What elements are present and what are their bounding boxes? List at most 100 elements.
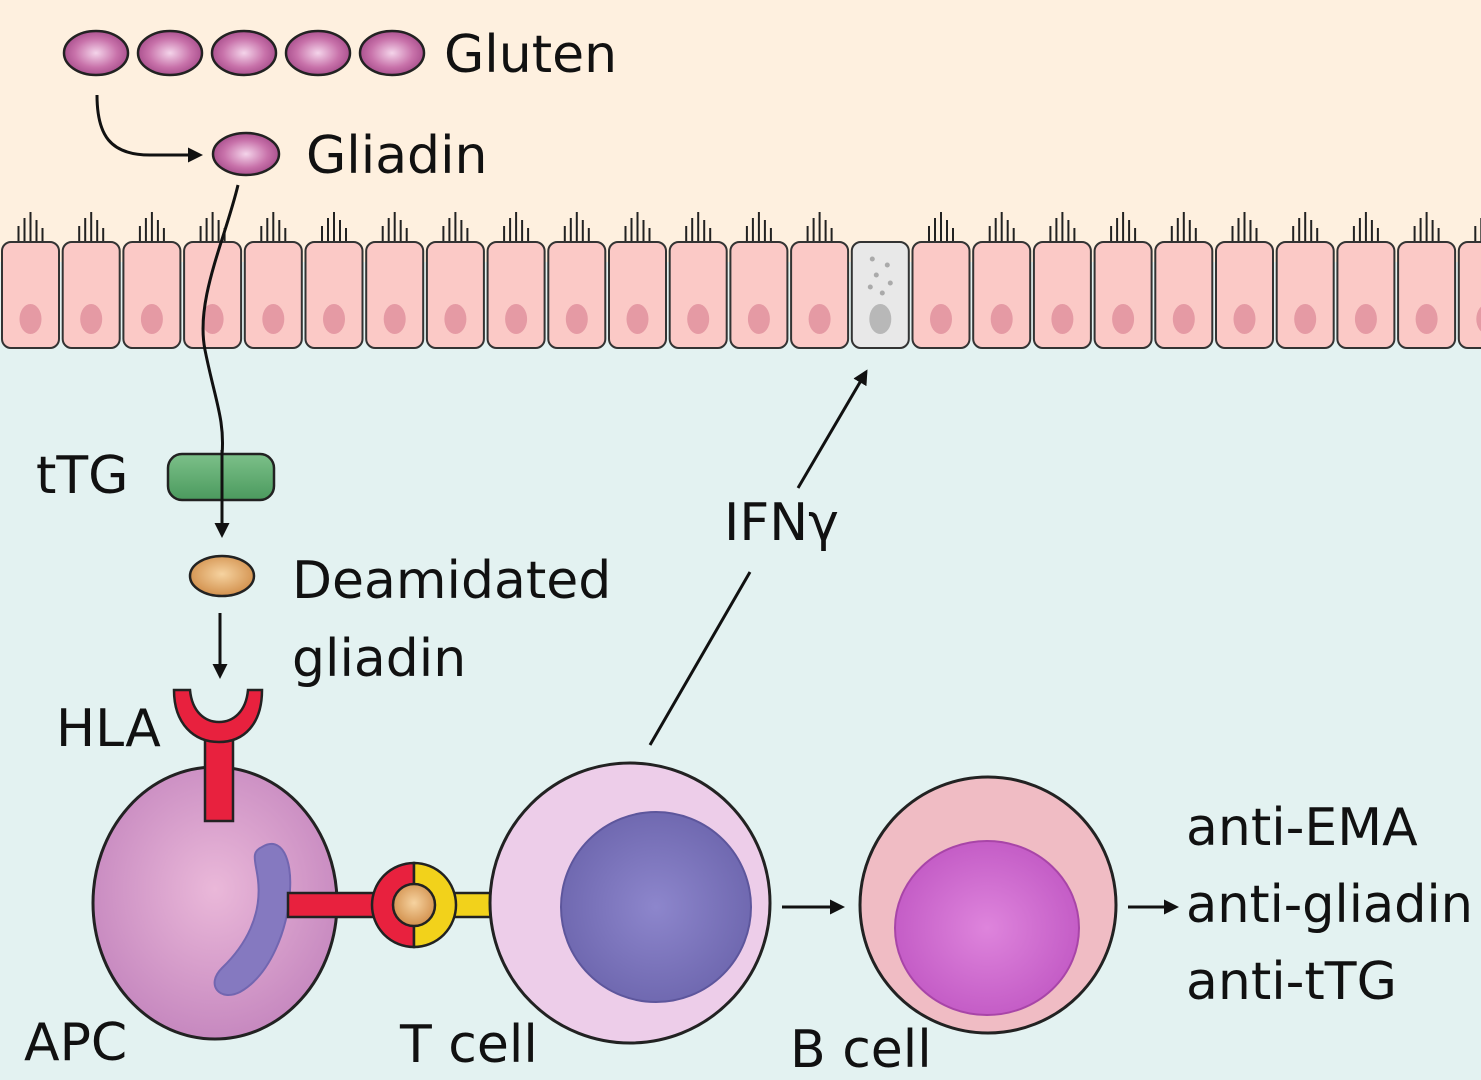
cell-nucleus <box>808 304 831 334</box>
microvilli <box>806 212 833 242</box>
epithelial-cell <box>1093 212 1153 349</box>
microvilli <box>260 212 287 242</box>
gluten-bead <box>358 29 426 77</box>
microvilli <box>624 212 651 242</box>
b-cell-label: B cell <box>790 1020 932 1080</box>
microvilli <box>138 212 165 242</box>
cell-body <box>729 241 789 349</box>
cell-body <box>668 241 728 349</box>
gluten-to-gliadin-arrow <box>95 94 203 163</box>
ifn-arrow-upper <box>796 369 868 489</box>
cell-granule <box>884 262 890 268</box>
t-cell-nucleus <box>560 811 752 1003</box>
cell-nucleus <box>19 304 42 334</box>
gluten-chain <box>62 29 426 77</box>
epithelial-cell <box>61 212 121 349</box>
cell-nucleus <box>201 304 224 334</box>
gluten-label: Gluten <box>444 25 617 85</box>
cell-body <box>1 241 60 349</box>
cell-body <box>1215 241 1274 349</box>
cell-nucleus <box>444 304 467 334</box>
cell-body <box>304 241 364 349</box>
microvilli <box>199 212 226 242</box>
cell-granule <box>867 284 873 290</box>
apc-nucleus <box>213 843 292 996</box>
cell-body <box>61 241 121 349</box>
epithelial-cell <box>1154 212 1214 349</box>
hla-stem <box>203 733 235 823</box>
microvilli <box>563 212 590 242</box>
cell-body <box>850 241 910 349</box>
cell-nucleus <box>1415 304 1438 334</box>
cell-nucleus <box>1476 306 1481 332</box>
cell-body <box>1093 241 1153 349</box>
epithelial-cell <box>729 212 789 349</box>
presented-antigen <box>391 882 437 928</box>
epithelial-cell <box>1032 212 1092 349</box>
microvilli <box>1231 212 1258 242</box>
epithelial-cell <box>365 212 425 349</box>
damaged-epithelial-cell <box>850 241 910 349</box>
deamidated-gliadin <box>188 554 256 598</box>
cell-nucleus <box>323 304 345 334</box>
gliadin-transport-path <box>201 184 240 538</box>
microvilli <box>1049 212 1076 242</box>
cell-body <box>1457 241 1481 349</box>
epithelial-cell <box>122 212 182 349</box>
microvilli <box>928 212 954 242</box>
deamidated-gliadin-label-2: gliadin <box>292 629 466 689</box>
cell-body <box>243 241 303 349</box>
t-cell-label: T cell <box>399 1015 538 1075</box>
cell-nucleus <box>565 304 588 334</box>
apc-label: APC <box>24 1013 127 1073</box>
cell-body <box>1275 241 1335 349</box>
epithelial-cell <box>1336 212 1396 349</box>
microvilli <box>1292 212 1319 242</box>
cell-body <box>425 241 485 349</box>
cell-nucleus <box>1172 304 1195 334</box>
epithelial-cell <box>304 212 364 349</box>
cell-nucleus <box>747 304 770 334</box>
epithelial-cell <box>972 212 1032 349</box>
microvilli <box>321 212 347 242</box>
epithelial-cell <box>911 212 971 349</box>
microvilli <box>745 212 772 242</box>
gliadin-bead <box>211 131 281 177</box>
cell-body <box>365 241 425 349</box>
gluten-bead <box>284 29 352 77</box>
microvilli <box>1352 212 1379 242</box>
gluten-bead <box>136 29 204 77</box>
epithelial-cell <box>668 212 728 349</box>
deamidated-gliadin-label-1: Deamidated <box>292 551 611 611</box>
cell-body <box>183 241 243 349</box>
epithelial-cell <box>183 212 243 349</box>
gluten-bead <box>210 29 278 77</box>
ifn-gamma-label: IFNγ <box>724 493 839 553</box>
microvilli <box>381 212 408 242</box>
epithelial-cell <box>425 212 485 349</box>
cell-body <box>1154 241 1214 349</box>
cell-nucleus <box>1051 304 1074 334</box>
epithelial-cell <box>1397 212 1457 349</box>
gluten-bead <box>62 29 130 77</box>
antibody-label: anti-gliadin <box>1186 875 1473 935</box>
cell-body <box>608 241 667 349</box>
cell-nucleus <box>687 304 710 334</box>
cell-body <box>1032 241 1092 349</box>
hla-label: HLA <box>56 699 161 759</box>
cell-body <box>547 241 607 349</box>
microvilli <box>503 212 530 242</box>
cell-body <box>1336 241 1396 349</box>
epithelial-cell <box>1215 212 1274 349</box>
cell-nucleus <box>1233 304 1256 334</box>
cell-nucleus <box>990 304 1013 334</box>
hla-receptor <box>172 688 264 744</box>
microvilli <box>1413 212 1440 242</box>
ifn-arrow-lower <box>648 571 752 746</box>
cell-body <box>486 241 546 349</box>
epithelial-cell <box>1457 218 1481 349</box>
cell-nucleus <box>383 304 406 334</box>
antibody-label: anti-EMA <box>1186 798 1418 858</box>
epithelial-cell <box>243 212 303 349</box>
cell-granule <box>873 272 879 278</box>
